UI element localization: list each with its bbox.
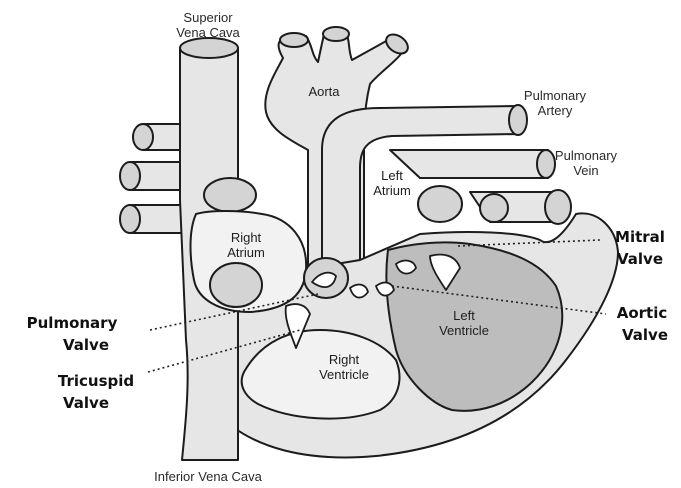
pulmonary-vein-label-line1: Pulmonary	[555, 148, 618, 163]
aorta-label: Aorta	[308, 84, 340, 99]
aortic-valve-label-line1: Aortic	[617, 304, 668, 322]
left-atrium-label-line1: Left	[381, 168, 403, 183]
pulmonary-vein-label-line2: Vein	[573, 163, 598, 178]
mitral-valve-label-line1: Mitral	[615, 228, 665, 246]
superior-vena-cava-label-line2: Vena Cava	[176, 25, 240, 40]
right-atrium-label-line2: Atrium	[227, 245, 265, 260]
tricuspid-valve-label-line2: Valve	[63, 394, 109, 412]
aortic-valve-label-line2: Valve	[622, 326, 668, 344]
right-ventricle-label-line1: Right	[329, 352, 360, 367]
right-atrium-label-line1: Right	[231, 230, 262, 245]
left-atrium-label-line2: Atrium	[373, 183, 411, 198]
tricuspid-valve-label-line1: Tricuspid	[58, 372, 134, 390]
right-ventricle-label-line2: Ventricle	[319, 367, 369, 382]
pulmonary-valve-label-line2: Valve	[63, 336, 109, 354]
superior-vena-cava-label-line1: Superior	[183, 10, 233, 25]
inferior-vena-cava-label: Inferior Vena Cava	[154, 469, 262, 484]
left-ventricle-label-line2: Ventricle	[439, 323, 489, 338]
left-ventricle-label-line1: Left	[453, 308, 475, 323]
pulmonary-artery-label-line1: Pulmonary	[524, 88, 587, 103]
pulmonary-artery-label-line2: Artery	[538, 103, 573, 118]
pulmonary-valve-label-line1: Pulmonary	[27, 314, 118, 332]
mitral-valve-label-line2: Valve	[617, 250, 663, 268]
